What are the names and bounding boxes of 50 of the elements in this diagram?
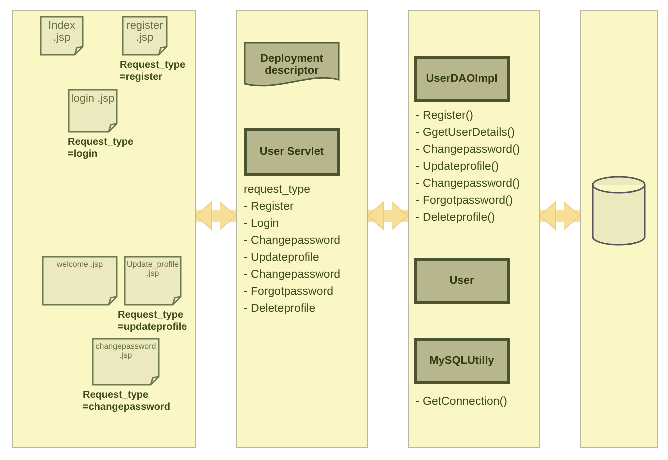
caption-text: Request_type =updateprofile [118,310,188,334]
document-box [68,89,118,133]
list-item: - Login [244,217,280,232]
component-box [244,128,340,176]
double-arrow [196,202,236,230]
list-item: - Register [244,200,294,215]
node-label: Update_profile .jsp [126,259,180,278]
list-item: - Changepassword [244,234,341,249]
document-box [122,16,168,56]
list-item: - Changepassword() [416,177,520,192]
list-item: - GgetUserDetails() [416,126,516,141]
node-label: changepassword .jsp [94,341,158,360]
document-box [124,256,182,306]
database-cylinder [592,176,646,246]
node-label: login .jsp [70,92,116,105]
caption-text: Request_type =register [120,60,187,84]
double-arrow [368,202,408,230]
layer-panel [408,10,540,448]
node-label: User Servlet [258,146,326,158]
document-box [244,42,340,88]
node-label: MySQLUtilly [428,355,496,367]
document-box [92,338,160,386]
component-box [414,338,510,384]
caption-text: Request_type =login [68,137,135,161]
layer-panel [580,10,658,448]
document-box [40,16,84,56]
node-label: User [448,275,476,287]
node-label: UserDAOImpl [425,73,499,85]
node-label: Index .jsp [48,19,76,44]
layer-panel [12,10,196,448]
list-item: - Deleteprofile() [416,211,496,226]
document-box [42,256,118,306]
list-item: - Updateprofile() [416,160,500,175]
list-item: - Updateprofile [244,251,320,266]
layer-panel [236,10,368,448]
component-box [414,258,510,304]
caption-text: Request_type =changepassword [83,390,172,414]
list-item: - Deleteprofile [244,302,316,317]
node-label: welcome .jsp [56,259,104,269]
list-item: - Changepassword [244,268,341,283]
list-item: - Forgotpassword() [416,194,514,209]
node-label: register .jsp [126,19,164,44]
list-item: - Forgotpassword [244,285,334,300]
component-box [414,56,510,102]
double-arrow [540,202,580,230]
node-label: Deployment descriptor [260,53,324,77]
list-item: - Changepassword() [416,143,520,158]
list-item: - Register() [416,109,474,124]
list-item: request_type [244,183,310,198]
list-item: - GetConnection() [416,395,508,410]
